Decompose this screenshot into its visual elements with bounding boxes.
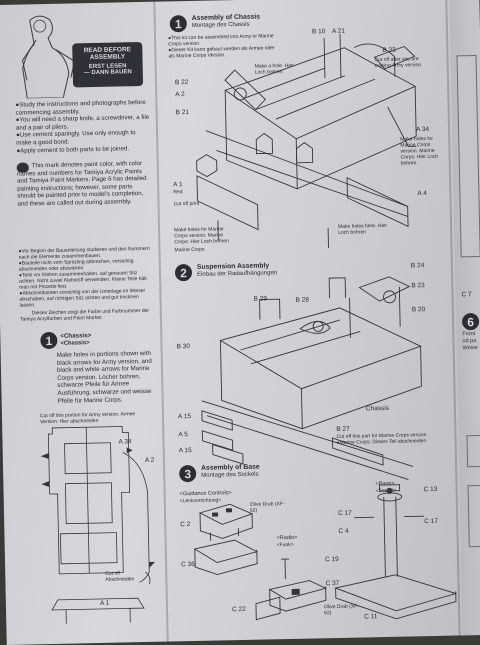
- part-label: C 7: [461, 291, 472, 299]
- text-fragment: Weise: [462, 345, 478, 352]
- text-fragment: od pa: [462, 338, 477, 345]
- chassis-plan-drawing: [40, 426, 156, 624]
- next-page-figure: [456, 54, 480, 258]
- next-page-figure: [466, 434, 480, 468]
- next-page-figure: [467, 484, 480, 548]
- text-fragment: Front: [462, 331, 476, 338]
